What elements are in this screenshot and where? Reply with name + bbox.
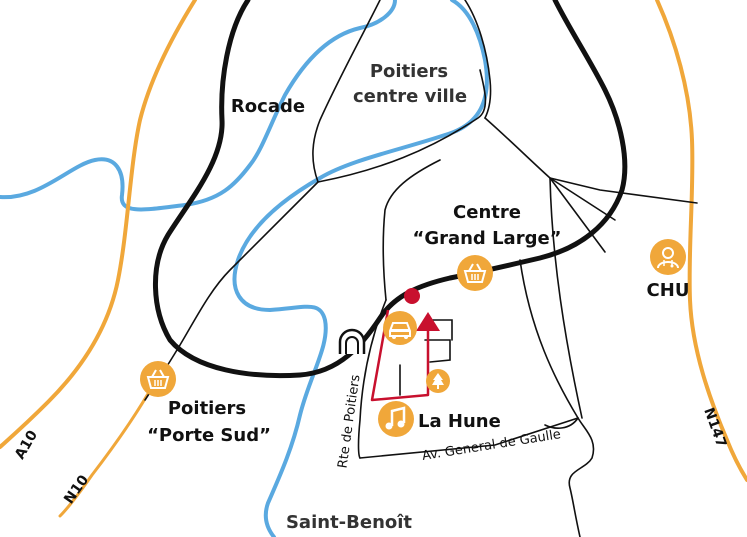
porte-sud-label-2: “Porte Sud”	[147, 425, 271, 446]
centre-ville-label-1: Poitiers	[370, 61, 448, 82]
grand-large-label-2: “Grand Large”	[412, 228, 561, 249]
doctor-icon	[650, 239, 686, 275]
saint-benoit-label: Saint-Benoît	[286, 512, 412, 533]
shopping-basket-icon	[140, 361, 176, 397]
centre-ville-label-2: centre ville	[353, 86, 467, 107]
n147-label: N147	[700, 406, 729, 450]
grand-large-label-1: Centre	[453, 202, 521, 223]
av-general-de-gaulle-label: Av. General de Gaulle	[421, 427, 562, 464]
motorway-a10	[0, 0, 197, 449]
shopping-basket-icon	[457, 255, 493, 291]
rocade-label: Rocade	[231, 96, 305, 117]
motorway-n10	[58, 374, 160, 518]
secondary-roads	[144, 0, 698, 537]
location-dot-icon	[404, 288, 420, 304]
rocade-ring	[152, 0, 628, 379]
destination-marker-icon	[416, 312, 440, 331]
tunnel-icon	[338, 328, 366, 354]
porte-sud-label-1: Poitiers	[168, 398, 246, 419]
chu-label: CHU	[647, 280, 690, 301]
music-note-icon	[378, 401, 414, 437]
motorway-n147	[655, 0, 747, 482]
tree-icon	[426, 369, 450, 393]
la-hune-label: La Hune	[418, 411, 501, 432]
route-path	[370, 309, 430, 402]
n10-label: N10	[61, 472, 92, 507]
car-icon	[383, 311, 417, 345]
river	[0, 0, 489, 537]
